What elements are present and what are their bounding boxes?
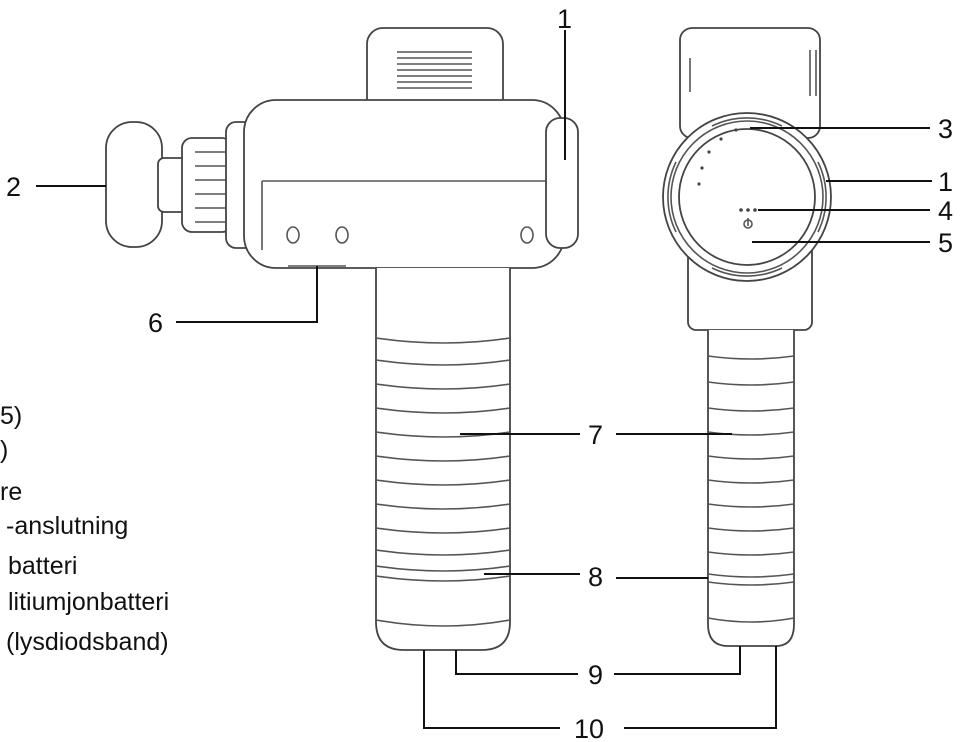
leader-6 — [176, 266, 318, 323]
callout-2: 2 — [6, 172, 21, 202]
back-bottom-cap — [707, 617, 795, 623]
screw-1 — [286, 226, 300, 244]
legend-fragment-7: (lysdiodsband) — [6, 628, 169, 656]
callout-1-back: 1 — [938, 167, 953, 197]
callout-7: 7 — [588, 420, 603, 450]
legend-fragment-3: re — [0, 478, 22, 506]
legend-fragment-6: litiumjonbatteri — [8, 588, 169, 616]
side-vent-slots — [397, 51, 472, 89]
side-bottom-cap — [375, 619, 511, 627]
led-ring-segments — [667, 117, 827, 277]
callout-8: 8 — [588, 562, 603, 592]
back-top-vents — [689, 50, 817, 96]
legend-fragment-1: 5) — [0, 402, 22, 430]
screw-3 — [520, 226, 534, 244]
leader-10-right — [624, 646, 777, 729]
back-led-band-bottom — [707, 581, 795, 586]
control-panel-inner-ring — [670, 120, 824, 274]
leader-lines — [36, 30, 932, 729]
rear-end-cap — [545, 117, 579, 249]
power-button — [743, 218, 753, 229]
intensity-dots — [697, 128, 738, 186]
leader-9-left — [455, 650, 578, 675]
screw-2 — [335, 226, 349, 244]
collar-ribs — [195, 151, 230, 223]
legend-fragment-2: ) — [0, 436, 8, 464]
legend-fragments: 5) ) re -anslutning batteri litiumjonbat… — [0, 402, 169, 656]
battery-indicator — [739, 208, 757, 212]
callout-10: 10 — [574, 714, 604, 742]
legend-fragment-5: batteri — [8, 552, 77, 580]
back-view-device — [662, 27, 832, 647]
side-handle-grip-lines — [375, 337, 511, 556]
control-panel-face — [678, 128, 816, 266]
callout-numbers: 1 2 3 1 4 5 6 7 8 9 10 — [6, 4, 953, 742]
leader-10-left — [423, 650, 560, 729]
side-led-band-bottom — [375, 575, 511, 582]
callout-5: 5 — [938, 228, 953, 258]
callout-4: 4 — [938, 196, 953, 226]
back-handle — [707, 330, 795, 647]
callout-1-side: 1 — [557, 4, 572, 34]
callout-9: 9 — [588, 660, 603, 690]
massage-head-disc — [105, 121, 163, 248]
leader-9-right — [614, 646, 741, 675]
back-led-band-top — [707, 573, 795, 578]
side-view-device — [105, 27, 579, 651]
callout-6: 6 — [148, 308, 163, 338]
legend-fragment-4: -anslutning — [6, 512, 128, 540]
callout-3: 3 — [938, 114, 953, 144]
side-led-band-top — [375, 565, 511, 572]
